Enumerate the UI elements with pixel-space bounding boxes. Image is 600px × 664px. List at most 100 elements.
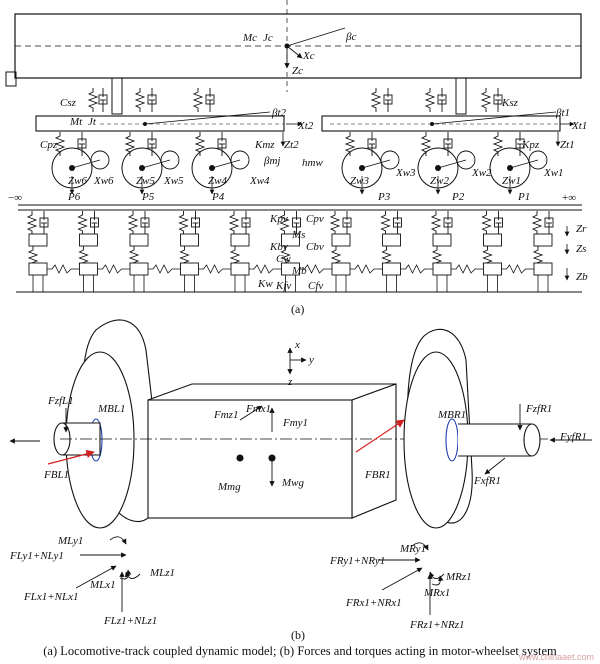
wheelset xyxy=(341,131,400,195)
axis-x-label: x xyxy=(295,339,300,351)
ballast xyxy=(432,262,452,276)
ballast xyxy=(230,262,250,276)
label-plus-inf: +∞ xyxy=(562,192,577,204)
label-fry1-nry1: FRy1+NRy1 xyxy=(330,555,386,567)
label-minus-inf: −∞ xyxy=(8,192,23,204)
label-p2: P2 xyxy=(452,191,465,203)
label-mly1: MLy1 xyxy=(58,535,84,547)
sleeper xyxy=(432,233,452,247)
label-jc: Jc xyxy=(263,32,273,44)
label-cw: Cw xyxy=(276,253,291,265)
car-x-arrow xyxy=(286,45,303,59)
label-zt2: Zt2 xyxy=(284,139,299,151)
label-xw5: Xw5 xyxy=(164,175,184,187)
panel-b-label: (b) xyxy=(291,628,305,642)
label-kpv: Kpv xyxy=(270,213,288,225)
label-fmx1: Fmx1 xyxy=(246,403,272,415)
label-zs: Zs xyxy=(576,243,587,255)
bogie-frame-front xyxy=(321,115,561,132)
label-mc: Mc xyxy=(243,32,258,44)
sleeper xyxy=(281,233,300,247)
sleeper xyxy=(382,233,401,247)
label-fbl1: FBL1 xyxy=(44,469,70,481)
label-kmz: Kmz xyxy=(255,139,275,151)
label-beta-t1: βt1 xyxy=(556,107,571,119)
wheelset xyxy=(417,131,476,195)
label-xw1: Xw1 xyxy=(544,167,564,179)
label-zw3: Zw3 xyxy=(350,175,369,187)
label-mbl1: MBL1 xyxy=(98,403,126,415)
car-body-end xyxy=(5,71,17,87)
track-unit xyxy=(532,210,554,292)
label-p3: P3 xyxy=(378,191,391,203)
label-zb: Zb xyxy=(576,271,588,283)
sleeper xyxy=(230,233,250,247)
track-unit xyxy=(431,210,483,292)
ballast xyxy=(483,262,502,276)
track-unit xyxy=(280,210,332,292)
label-xt2: Xt2 xyxy=(298,120,314,132)
label-mbr1: MBR1 xyxy=(438,409,467,421)
track-substructure xyxy=(27,210,554,292)
label-beta-c: βc xyxy=(346,31,357,43)
wheelset xyxy=(191,131,250,195)
label-mmg: Mmg xyxy=(218,481,241,493)
label-xt1: Xt1 xyxy=(572,120,588,132)
label-zw2: Zw2 xyxy=(430,175,449,187)
track-unit xyxy=(229,210,281,292)
label-mrz1: MRz1 xyxy=(446,571,472,583)
sleeper xyxy=(331,233,351,247)
label-fly1-nly1: FLy1+NLy1 xyxy=(10,550,64,562)
sleeper xyxy=(129,233,149,247)
track-unit xyxy=(27,210,79,292)
label-cfv: Cfv xyxy=(308,280,324,292)
label-xw3: Xw3 xyxy=(396,167,416,179)
label-fmz1: Fmz1 xyxy=(214,409,239,421)
label-mwg: Mwg xyxy=(282,477,304,489)
label-jt: Jt xyxy=(88,116,96,128)
secondary-suspension xyxy=(88,87,503,113)
label-frz1-nrz1: FRz1+NRz1 xyxy=(410,619,465,631)
label-ksz: Ksz xyxy=(502,97,518,109)
label-zw1: Zw1 xyxy=(502,175,521,187)
label-mry1: MRy1 xyxy=(400,543,427,555)
label-fzfl1: FzfL1 xyxy=(48,395,74,407)
label-zw6: Zw6 xyxy=(68,175,87,187)
label-fzfr1: FzfR1 xyxy=(526,403,553,415)
wheelset xyxy=(51,131,110,195)
label-fxfr1: FxfR1 xyxy=(474,475,501,487)
label-kpz: Kpz xyxy=(522,139,540,151)
watermark: www.chinaaet.com xyxy=(518,652,594,662)
panel-a-label: (a) xyxy=(291,302,305,316)
label-zc: Zc xyxy=(292,65,303,77)
panel-b xyxy=(9,319,592,615)
label-fmy1: Fmy1 xyxy=(283,417,309,429)
track-unit xyxy=(330,210,382,292)
sleeper xyxy=(28,233,48,247)
ballast xyxy=(180,262,199,276)
ballast xyxy=(533,262,553,276)
label-mrx1: MRx1 xyxy=(424,587,451,599)
label-xw2: Xw2 xyxy=(472,167,492,179)
label-p1: P1 xyxy=(518,191,531,203)
label-flx1-nlx1: FLx1+NLx1 xyxy=(24,591,79,603)
label-cpz: Cpz xyxy=(40,139,58,151)
track-unit xyxy=(482,210,534,292)
label-beta-mj: βmj xyxy=(264,155,281,167)
label-cbv: Cbv xyxy=(306,241,324,253)
motor-box-front xyxy=(147,399,353,519)
label-mt: Mt xyxy=(70,116,83,128)
label-zr: Zr xyxy=(576,223,587,235)
label-mlz1: MLz1 xyxy=(150,567,176,579)
label-p6: P6 xyxy=(68,191,81,203)
axis-y-label: y xyxy=(309,354,314,366)
wheel-row xyxy=(51,131,548,195)
label-p4: P4 xyxy=(212,191,225,203)
label-zw5: Zw5 xyxy=(136,175,155,187)
bogie-frame-rear xyxy=(35,115,285,132)
label-fyfr1: FyfR1 xyxy=(560,431,587,443)
sleeper xyxy=(79,233,98,247)
label-zw4: Zw4 xyxy=(208,175,227,187)
sleeper xyxy=(533,233,553,247)
